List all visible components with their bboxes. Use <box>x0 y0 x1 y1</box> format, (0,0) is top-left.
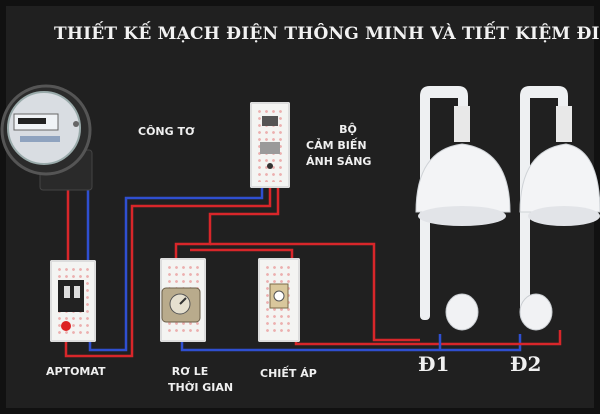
dimmer-panel <box>258 258 300 342</box>
wire-red <box>174 188 280 262</box>
light-sensor-icon <box>260 116 280 169</box>
sensor-label-3: ÁNH SÁNG <box>306 155 372 168</box>
dimmer-label: CHIẾT ÁP <box>260 367 317 380</box>
dimmer-icon <box>269 283 289 309</box>
wire-red <box>64 188 272 358</box>
electric-meter-icon <box>0 84 104 192</box>
breaker-label: APTOMAT <box>46 365 106 378</box>
relay-label-2: THỜI GIAN <box>168 381 234 394</box>
wire-blue <box>88 188 264 352</box>
sensor-label-2: CẢM BIẾN <box>306 139 367 152</box>
breaker-panel <box>50 260 96 342</box>
meter-label: CÔNG TƠ <box>138 125 195 138</box>
circuit-breaker-icon <box>58 280 84 331</box>
timer-relay-icon <box>161 287 201 323</box>
board-title: THIẾT KẾ MẠCH ĐIỆN THÔNG MINH VÀ TIẾT KI… <box>54 24 600 44</box>
sensor-label-1: BỘ <box>339 123 357 136</box>
relay-panel <box>160 258 206 342</box>
wire-red <box>294 330 562 346</box>
lamp-icon <box>406 84 518 340</box>
lamp-icon <box>506 84 600 340</box>
light-sensor-panel <box>250 102 290 188</box>
relay-label-1: RƠ LE <box>171 365 209 378</box>
wire-red <box>210 242 420 342</box>
wire-blue <box>180 334 522 352</box>
lamp1-label: Đ1 <box>418 352 450 376</box>
lamp2-label: Đ2 <box>510 352 542 376</box>
